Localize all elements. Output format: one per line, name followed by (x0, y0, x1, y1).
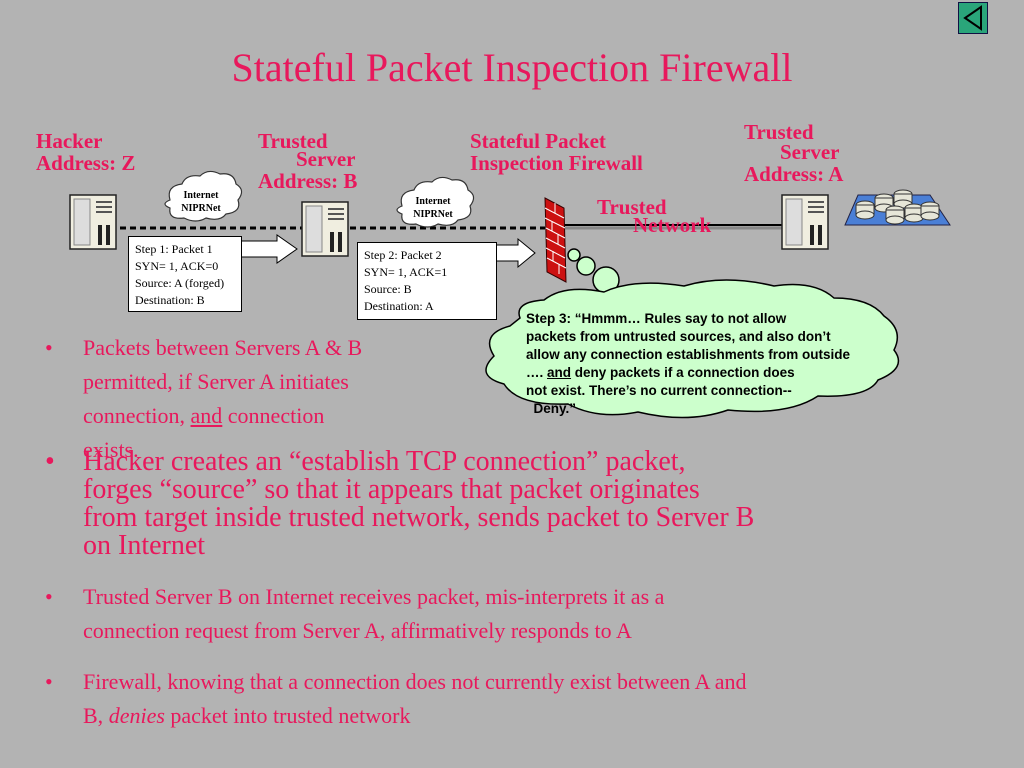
bullet-1-line1: Packets between Servers A & B (83, 335, 363, 360)
bullet-4-marker: • (45, 669, 53, 694)
trusted-network-label-line2: Network (633, 213, 712, 237)
bullet-1-marker: • (45, 335, 53, 360)
step2-line4: Destination: A (364, 299, 434, 313)
bullet-1-line3: connection, and connection (83, 399, 362, 433)
bullet-2: • Hacker creates an “establish TCP conne… (45, 448, 945, 568)
bullet-4-line1: Firewall, knowing that a connection does… (83, 669, 747, 694)
bullet-1: • Packets between Servers A & B permitte… (45, 331, 465, 462)
bullet-3: • Trusted Server B on Internet receives … (45, 580, 945, 650)
step3-line4-pre: …. (526, 365, 548, 380)
thought-bubble-icon (485, 248, 900, 419)
bullet-4: • Firewall, knowing that a connection do… (45, 665, 975, 735)
bullet-2-line1: Hacker creates an “establish TCP connect… (83, 446, 686, 477)
firewall-label: Stateful Packet Inspection Firewall (470, 130, 643, 174)
bullet-4-line2-pre: B, (83, 703, 109, 728)
trusted-network-label: Trusted Network (597, 195, 712, 237)
firewall-label-line1: Stateful Packet (470, 129, 606, 153)
firewall-brick-icon (544, 197, 567, 283)
bullet-3-line1: Trusted Server B on Internet receives pa… (83, 584, 665, 609)
step1-box: Step 1: Packet 1 SYN= 1, ACK=0 Source: A… (128, 236, 242, 312)
back-arrow-icon (963, 5, 982, 31)
bullet-4-line2: B, denies packet into trusted network (83, 699, 747, 733)
step2-line3: Source: B (364, 282, 412, 296)
firewall-label-line2: Inspection Firewall (470, 151, 643, 175)
bullet-1-line3-pre: connection, (83, 403, 191, 428)
database-icon (844, 189, 951, 226)
arrow-right-icon (494, 237, 536, 269)
bullet-4-line2-post: packet into trusted network (164, 703, 411, 728)
step2-box: Step 2: Packet 2 SYN= 1, ACK=1 Source: B… (357, 242, 497, 320)
cloud1-line1: Internet (183, 190, 219, 201)
internet-cloud-icon (164, 170, 243, 222)
step3-line4-post: deny packets if a connection does (571, 365, 795, 380)
bullet-1-line4: exists. (83, 437, 139, 462)
server-icon (781, 194, 829, 250)
step2-line2: SYN= 1, ACK=1 (364, 265, 448, 279)
cloud2-line1: Internet (415, 196, 451, 207)
trusted-network-label-line1: Trusted (597, 195, 667, 219)
internet-cloud-icon (396, 176, 475, 228)
bullet-1-line3-underline: and (190, 403, 223, 428)
step1-line1: Step 1: Packet 1 (135, 242, 213, 256)
step3-line4-underline: and (547, 365, 572, 380)
cloud1-text: Internet NIPRNet (176, 189, 226, 215)
server-b-label-line3: Address: B (258, 169, 358, 193)
server-a-label-line3: Address: A (744, 162, 844, 186)
step3-thought-text: Step 3: “Hmmm… Rules say to not allow pa… (526, 310, 850, 418)
cloud1-line2: NIPRNet (181, 203, 221, 214)
server-icon (301, 201, 349, 257)
step3-line4: …. and deny packets if a connection does (526, 364, 850, 382)
step3-line2: packets from untrusted sources, and also… (526, 329, 831, 344)
bullet-2-marker: • (45, 446, 55, 477)
server-a-label-line1: Trusted (744, 120, 814, 144)
bullet-2-line2: forges “source” so that it appears that … (83, 474, 700, 505)
step3-line1: Step 3: “Hmmm… Rules say to not allow (526, 311, 787, 326)
server-a-label-line2: Server (780, 140, 840, 164)
back-button[interactable] (958, 2, 988, 34)
page-title: Stateful Packet Inspection Firewall (231, 45, 793, 90)
cloud2-line2: NIPRNet (413, 209, 453, 220)
step1-line4: Destination: B (135, 293, 205, 307)
cloud2-text: Internet NIPRNet (408, 195, 458, 221)
bullet-2-line3: from target inside trusted network, send… (83, 502, 755, 533)
step3-line6: Deny.” (526, 401, 577, 416)
server-b-label-line1: Trusted (258, 129, 328, 153)
step3-line5: not exist. There’s no current connection… (526, 383, 792, 398)
server-icon (69, 194, 117, 250)
step3-line3: allow any connection establishments from… (526, 347, 851, 362)
server-b-label: Trusted Server Address: B (258, 130, 357, 192)
hacker-label: Hacker Address: Z (36, 130, 135, 174)
step2-line1: Step 2: Packet 2 (364, 248, 442, 262)
step1-line3: Source: A (forged) (135, 276, 225, 290)
hacker-label-line2: Address: Z (36, 151, 136, 175)
bullet-3-marker: • (45, 584, 53, 609)
step1-line2: SYN= 1, ACK=0 (135, 259, 219, 273)
hacker-label-line1: Hacker (36, 129, 103, 153)
bullet-4-line2-emphasis: denies (108, 703, 165, 728)
bullet-3-line2: connection request from Server A, affirm… (83, 618, 632, 643)
bullet-1-line2: permitted, if Server A initiates (83, 369, 349, 394)
arrow-right-icon (239, 234, 298, 264)
server-a-label: Trusted Server Address: A (744, 121, 843, 185)
bullet-1-line3-post: connection (222, 403, 325, 428)
bullet-2-line4: on Internet (83, 530, 206, 561)
server-b-label-line2: Server (296, 147, 356, 171)
